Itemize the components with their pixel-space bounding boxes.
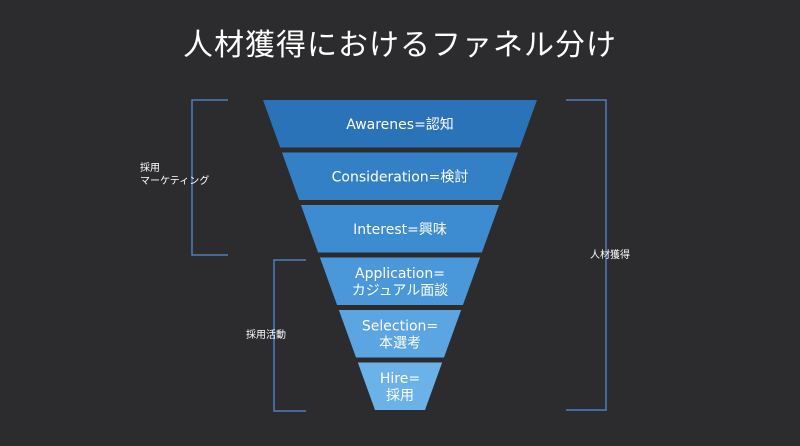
funnel-stage-label-line: 本選考 (379, 335, 421, 351)
label-talent-acquisition: 人材獲得 (590, 250, 630, 261)
funnel-stage-label-line: Hire= (380, 371, 420, 387)
funnel-stage-5 (338, 310, 462, 358)
label-recruit-marketing: 採用 マーケティング (140, 163, 210, 187)
funnel-stage-label-2: Consideration=検討 (332, 169, 469, 185)
funnel-stage-label-line: 採用 (386, 388, 414, 404)
funnel-stage-label-line: Interest=興味 (353, 222, 447, 238)
funnel-stage-label-3: Interest=興味 (353, 222, 447, 238)
funnel-stage-1 (263, 100, 537, 148)
funnel-stage-label-line: Awarenes=認知 (346, 116, 454, 133)
bracket-recruit-marketing (191, 99, 228, 256)
funnel-stage-label-4: Application=カジュアル面談 (352, 266, 449, 299)
page-title: 人材獲得におけるファネル分け (183, 28, 617, 63)
funnel-stage-label-1: Awarenes=認知 (346, 116, 454, 133)
funnel-stage-label-line: カジュアル面談 (352, 283, 449, 299)
label-recruit-activity: 採用活動 (246, 330, 286, 341)
funnel-stage-3 (300, 205, 500, 253)
funnel-stage-4 (319, 257, 481, 305)
funnel-stage-label-6: Hire=採用 (380, 371, 420, 404)
funnel-stage-label-line: Selection= (362, 318, 438, 334)
bracket-talent-acquisition (566, 99, 607, 411)
bracket-recruit-activity (273, 259, 306, 412)
funnel-stage-2 (281, 152, 519, 200)
funnel-stage-label-line: Application= (355, 266, 445, 282)
funnel-stage-6 (357, 362, 443, 410)
funnel-stage-label-5: Selection=本選考 (362, 318, 438, 351)
funnel-stage-label-line: Consideration=検討 (332, 169, 469, 185)
